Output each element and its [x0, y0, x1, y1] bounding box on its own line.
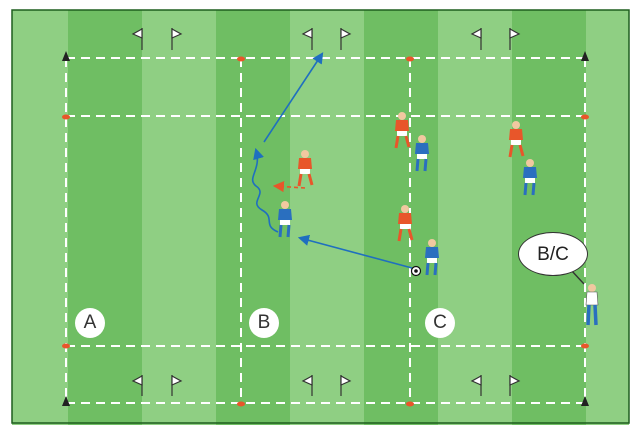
- callout-pointer: [570, 269, 585, 285]
- flag-pair-top-center: [301, 27, 352, 50]
- red-player: [394, 112, 411, 149]
- zone-label-c: C: [425, 308, 455, 338]
- flag-pair-top-right: [470, 27, 521, 50]
- coach-callout: B/C: [518, 232, 588, 276]
- blue-player: [415, 135, 429, 172]
- red-player: [297, 150, 314, 187]
- ball-icon: [410, 265, 422, 277]
- flag-pair-top-left: [131, 27, 183, 50]
- grass-stripes: [12, 10, 629, 425]
- blue-player: [278, 201, 292, 238]
- blue-player: [425, 239, 439, 276]
- flag-pair-bottom-center: [301, 374, 352, 396]
- red-player: [397, 205, 414, 242]
- flag-pair-bottom-right: [470, 374, 521, 396]
- zone-label-b: B: [249, 308, 279, 338]
- flag-pair-bottom-left: [131, 374, 183, 396]
- defender-arrow: [272, 181, 306, 193]
- cones: [62, 51, 589, 407]
- blue-player: [523, 159, 537, 196]
- movement-arrows: [251, 52, 413, 269]
- goal-flags: [131, 27, 521, 396]
- pitch-border: [11, 9, 630, 424]
- run-arrow-to-goal: [263, 52, 324, 143]
- pass-arrow-c-to-b: [297, 234, 413, 269]
- dribble-arrow: [251, 147, 279, 233]
- red-player: [508, 121, 525, 158]
- zone-label-a: A: [75, 308, 105, 338]
- coach: [585, 284, 599, 326]
